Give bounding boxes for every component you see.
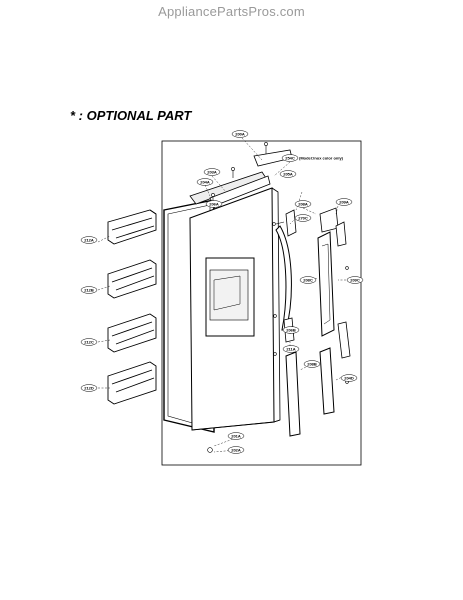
label-208B: 208B — [303, 360, 321, 368]
label-212A: 212A — [80, 236, 98, 244]
svg-text:205A: 205A — [283, 171, 293, 176]
door-basket-4 — [107, 361, 157, 405]
inox-note: (Model:Inox color only) — [299, 155, 344, 160]
svg-text:254C: 254C — [285, 155, 295, 160]
door-basket-2 — [107, 259, 157, 299]
label-204D: 204D — [340, 374, 358, 382]
handle-cap-right — [319, 207, 339, 233]
svg-text:202A: 202A — [231, 447, 241, 452]
label-205A: 205A — [279, 170, 297, 178]
label-203A: 203A — [203, 168, 221, 176]
label-212D: 212D — [80, 384, 98, 392]
hinge-part — [335, 221, 347, 247]
label-211A: 211A — [282, 345, 300, 353]
svg-text:212C: 212C — [84, 339, 94, 344]
label-212B: 212B — [80, 286, 98, 294]
diagram-frame — [161, 140, 362, 466]
label-208C: 208C — [299, 276, 317, 284]
svg-text:270C: 270C — [298, 215, 308, 220]
label-208A: 208A — [294, 200, 312, 208]
svg-text:211A: 211A — [286, 346, 295, 351]
svg-text:209C: 209C — [350, 277, 360, 282]
door-basket-1 — [107, 209, 157, 245]
label-209A: 209A — [335, 198, 353, 206]
svg-text:203A: 203A — [207, 169, 217, 174]
label-206A: 206A — [205, 200, 223, 208]
handle-bracket — [337, 321, 351, 359]
handle-bar-right — [317, 231, 335, 337]
svg-text:209A: 209A — [339, 199, 349, 204]
svg-text:208C: 208C — [303, 277, 313, 282]
svg-text:201A: 201A — [231, 433, 241, 438]
screw-set — [207, 142, 349, 453]
watermark-text: AppliancePartsPros.com — [158, 4, 305, 19]
svg-text:212D: 212D — [84, 385, 94, 390]
svg-text:204D: 204D — [344, 375, 354, 380]
svg-text:206B: 206B — [286, 327, 296, 332]
optional-part-legend: * : OPTIONAL PART — [70, 108, 192, 123]
label-200A: 200A — [231, 130, 249, 138]
svg-text:212B: 212B — [84, 287, 94, 292]
svg-text:208B: 208B — [307, 361, 317, 366]
label-206B: 206B — [282, 326, 300, 334]
label-270C: 270C — [294, 214, 312, 222]
label-254C: 254C — [281, 154, 299, 162]
handle-bar-lower — [285, 351, 301, 437]
svg-text:206A: 206A — [209, 201, 219, 206]
label-209C: 209C — [346, 276, 364, 284]
label-202A: 202A — [227, 446, 245, 454]
label-201A: 201A — [227, 432, 245, 440]
svg-text:212A: 212A — [84, 237, 94, 242]
door-handle-left — [275, 225, 292, 331]
svg-text:200A: 200A — [235, 131, 245, 136]
handle-bar-lower-right — [319, 347, 335, 415]
door-basket-3 — [107, 313, 157, 353]
label-212C: 212C — [80, 338, 98, 346]
label-204A: 204A — [196, 178, 214, 186]
svg-text:204A: 204A — [200, 179, 210, 184]
svg-text:208A: 208A — [298, 201, 308, 206]
